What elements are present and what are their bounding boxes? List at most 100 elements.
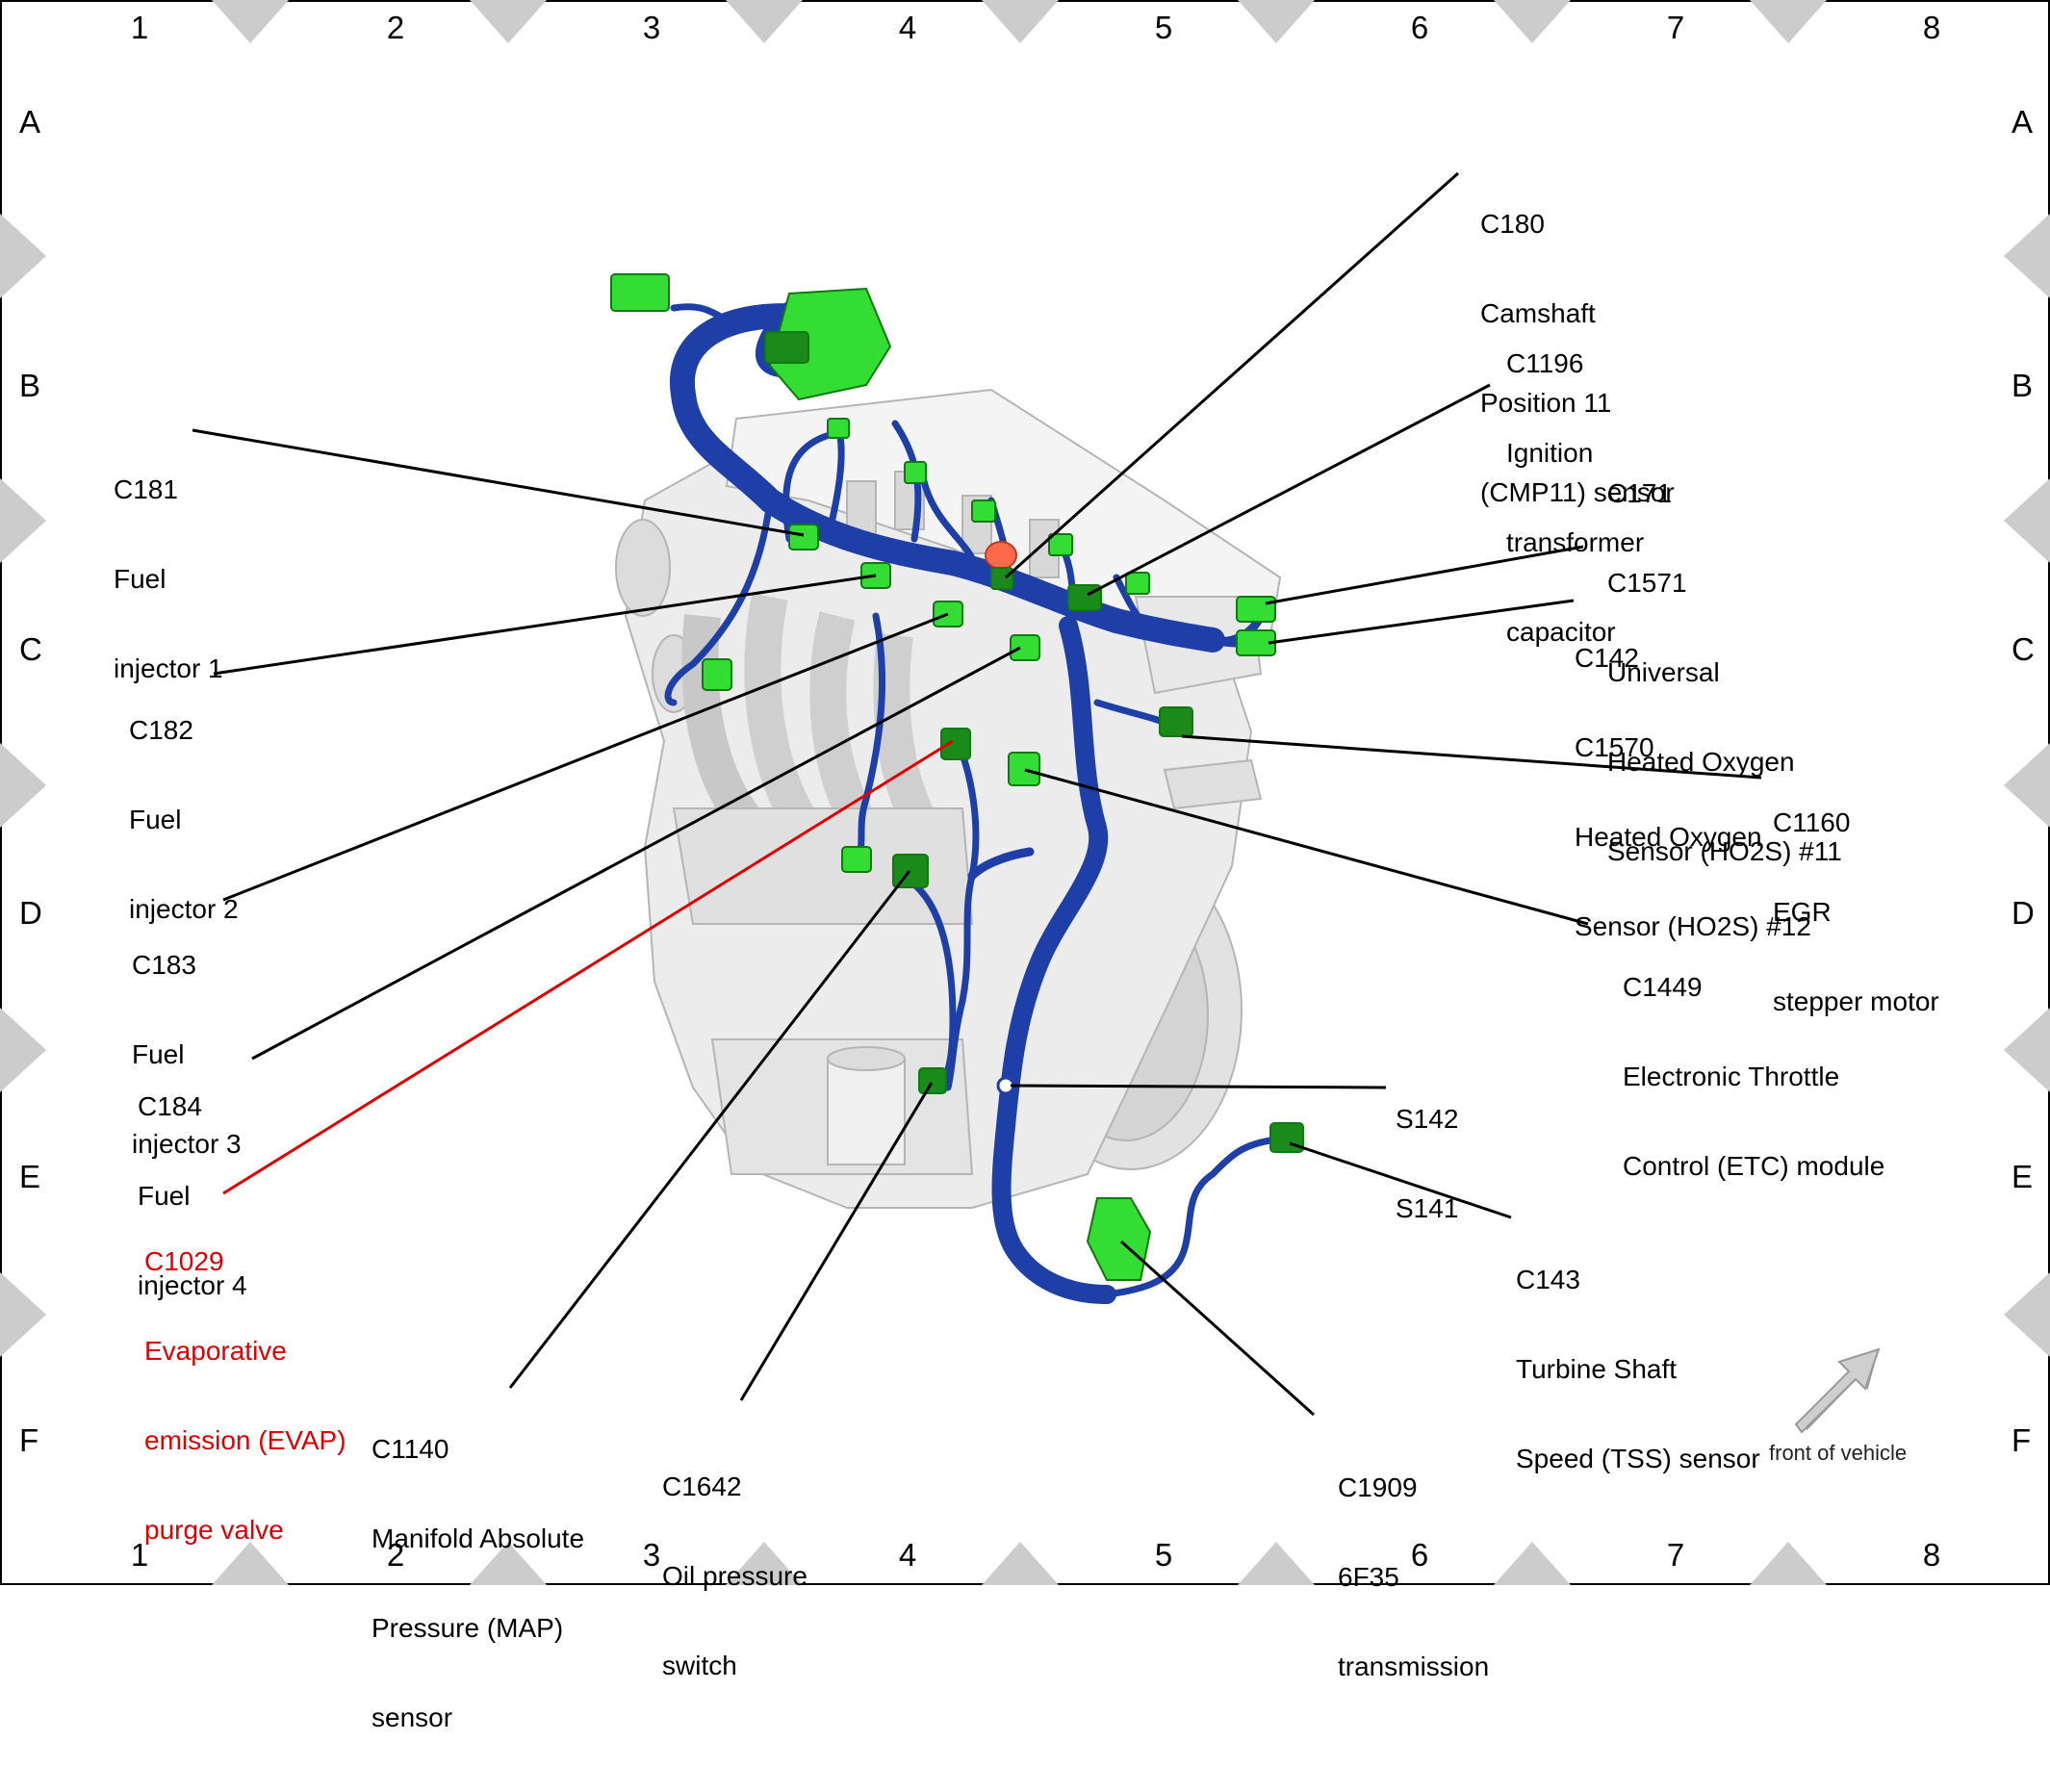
callout-c142-line: Sensor (HO2S) #12 xyxy=(1575,911,1811,941)
callout-c1642-line: Oil pressure xyxy=(662,1561,807,1591)
callout-c143-line: C143 xyxy=(1516,1265,1580,1294)
callout-c1029-line: C1029 xyxy=(144,1246,224,1276)
grid-row-d-right: D xyxy=(2012,895,2035,931)
callout-c1029-line: emission (EVAP) xyxy=(144,1425,346,1455)
callout-s142: S142 S141 xyxy=(1396,1044,1458,1283)
callout-c1160-line: EGR xyxy=(1773,897,1832,927)
leader-c1029 xyxy=(222,739,954,1195)
callout-c1196: C1196 Ignition transformer capacitor xyxy=(1506,289,1644,706)
callout-c143-line: Speed (TSS) sensor xyxy=(1516,1444,1760,1473)
callout-c181: C181 Fuel injector 1 xyxy=(114,415,223,743)
callout-c1449: C1449 Electronic Throttle Control (ETC) … xyxy=(1623,912,1884,1241)
connector-c1140 xyxy=(892,854,929,888)
connector-top-small xyxy=(610,273,670,312)
callout-c181-line: injector 1 xyxy=(114,653,223,683)
leader-c1160 xyxy=(1181,734,1762,780)
leader-c171 xyxy=(1265,545,1584,605)
grid-col-4-bottom: 4 xyxy=(898,1537,917,1573)
leader-c1196 xyxy=(1087,383,1491,597)
connector-c1029 xyxy=(940,728,971,760)
callout-c171: C171 C1571 Universal Heated Oxygen Senso… xyxy=(1607,419,1842,926)
callout-c1160-line: C1160 xyxy=(1773,807,1851,837)
callout-c171-line: Universal xyxy=(1607,657,1720,687)
connector-c1160 xyxy=(1159,706,1193,737)
leader-c182 xyxy=(213,574,877,676)
grid-row-d-left: D xyxy=(19,895,42,931)
callout-c180-line: Camshaft xyxy=(1480,298,1596,328)
grid-col-4-top: 4 xyxy=(898,10,917,45)
callout-c184: C184 Fuel injector 4 xyxy=(138,1032,247,1360)
leader-c1642 xyxy=(739,1082,934,1401)
callout-c182-line: C182 xyxy=(129,715,193,745)
grid-col-8-bottom: 8 xyxy=(1922,1537,1941,1573)
callout-c180: C180 Camshaft Position 11 (CMP11) sensor xyxy=(1480,149,1675,567)
callout-c142-line: C142 xyxy=(1575,643,1639,673)
connector-c180-red xyxy=(985,541,1017,570)
callout-c171-line: C171 xyxy=(1607,478,1672,508)
top-border-triangles xyxy=(212,0,1827,43)
callout-c143: C143 Turbine Shaft Speed (TSS) sensor xyxy=(1516,1205,1760,1533)
callout-c143-line: Turbine Shaft xyxy=(1516,1354,1678,1384)
callout-c1196-line: transformer xyxy=(1506,527,1645,557)
grid-row-b-right: B xyxy=(2012,368,2034,403)
callout-c1140-line: C1140 xyxy=(372,1434,449,1464)
connector-c1909 xyxy=(1086,1197,1152,1281)
callout-c171-line: Sensor (HO2S) #11 xyxy=(1607,836,1842,866)
grid-col-7-bottom: 7 xyxy=(1666,1537,1685,1573)
leader-c181 xyxy=(192,428,805,537)
grid-col-1-bottom: 1 xyxy=(130,1537,149,1573)
callout-c142-line: Heated Oxygen xyxy=(1575,822,1762,852)
leader-c142 xyxy=(1268,599,1575,645)
grid-col-1-top: 1 xyxy=(130,10,149,45)
grid-col-6-top: 6 xyxy=(1410,10,1429,45)
wiring-harness xyxy=(664,301,1274,1304)
grid-col-8-top: 8 xyxy=(1922,10,1941,45)
callout-c1196-line: Ignition xyxy=(1506,438,1594,468)
callout-c1449-line: Electronic Throttle xyxy=(1623,1062,1840,1091)
callout-c183: C183 Fuel injector 3 xyxy=(132,890,242,1218)
callout-c180-line: Position 11 xyxy=(1480,388,1612,418)
engine-harness-drawing xyxy=(0,0,2050,1585)
leader-c183 xyxy=(222,612,949,902)
callout-c1909-line: 6F35 xyxy=(1338,1562,1399,1592)
callout-c182-line: injector 2 xyxy=(129,894,239,924)
callout-c1642: C1642 Oil pressure switch xyxy=(662,1412,807,1740)
harness-vertical-trunk xyxy=(991,616,1116,1304)
callout-c182: C182 Fuel injector 2 xyxy=(129,655,239,984)
callout-c142: C142 C1570 Heated Oxygen Sensor (HO2S) #… xyxy=(1575,583,1811,1001)
grid-row-f-left: F xyxy=(19,1422,39,1458)
leader-c184 xyxy=(251,646,1021,1061)
leader-c143 xyxy=(1289,1141,1512,1219)
callout-c1160-line: stepper motor xyxy=(1773,986,1939,1016)
left-border-triangles xyxy=(0,214,46,1357)
connector-c184 xyxy=(1010,634,1040,661)
callout-c1642-line: switch xyxy=(662,1651,737,1680)
front-of-vehicle-label: front of vehicle xyxy=(1769,1441,1908,1465)
leader-c1140 xyxy=(508,870,911,1389)
callout-s142-line: S142 xyxy=(1396,1104,1459,1134)
callout-c1196-line: capacitor xyxy=(1506,617,1616,647)
connector-c1449 xyxy=(1008,752,1040,786)
grid-col-5-bottom: 5 xyxy=(1154,1537,1173,1573)
grid-row-a-right: A xyxy=(2012,104,2034,140)
grid-row-c-right: C xyxy=(2012,631,2035,667)
callout-c1196-line: C1196 xyxy=(1506,348,1584,378)
callout-c1909: C1909 6F35 transmission xyxy=(1338,1413,1489,1741)
callout-c1909-line: transmission xyxy=(1338,1651,1490,1681)
grid-col-5-top: 5 xyxy=(1154,10,1173,45)
grid-col-2-top: 2 xyxy=(386,10,405,45)
callout-c1029-line: purge valve xyxy=(144,1515,284,1545)
callout-c1140-line: Manifold Absolute xyxy=(372,1523,585,1553)
callout-c183-line: Fuel xyxy=(132,1039,185,1069)
callout-c183-line: injector 3 xyxy=(132,1129,242,1159)
callout-c184-line: Fuel xyxy=(138,1181,191,1211)
callout-c182-line: Fuel xyxy=(129,805,182,834)
callout-c171-line: C1571 xyxy=(1607,568,1687,598)
grid-col-3-bottom: 3 xyxy=(642,1537,661,1573)
callout-c184-line: injector 4 xyxy=(138,1270,247,1300)
leader-lines xyxy=(192,171,1762,1417)
bottom-border-triangles xyxy=(212,1542,1827,1585)
right-border-triangles xyxy=(2004,214,2050,1357)
callout-c183-line: C183 xyxy=(132,950,196,980)
callout-c1140-line: sensor xyxy=(372,1702,453,1732)
